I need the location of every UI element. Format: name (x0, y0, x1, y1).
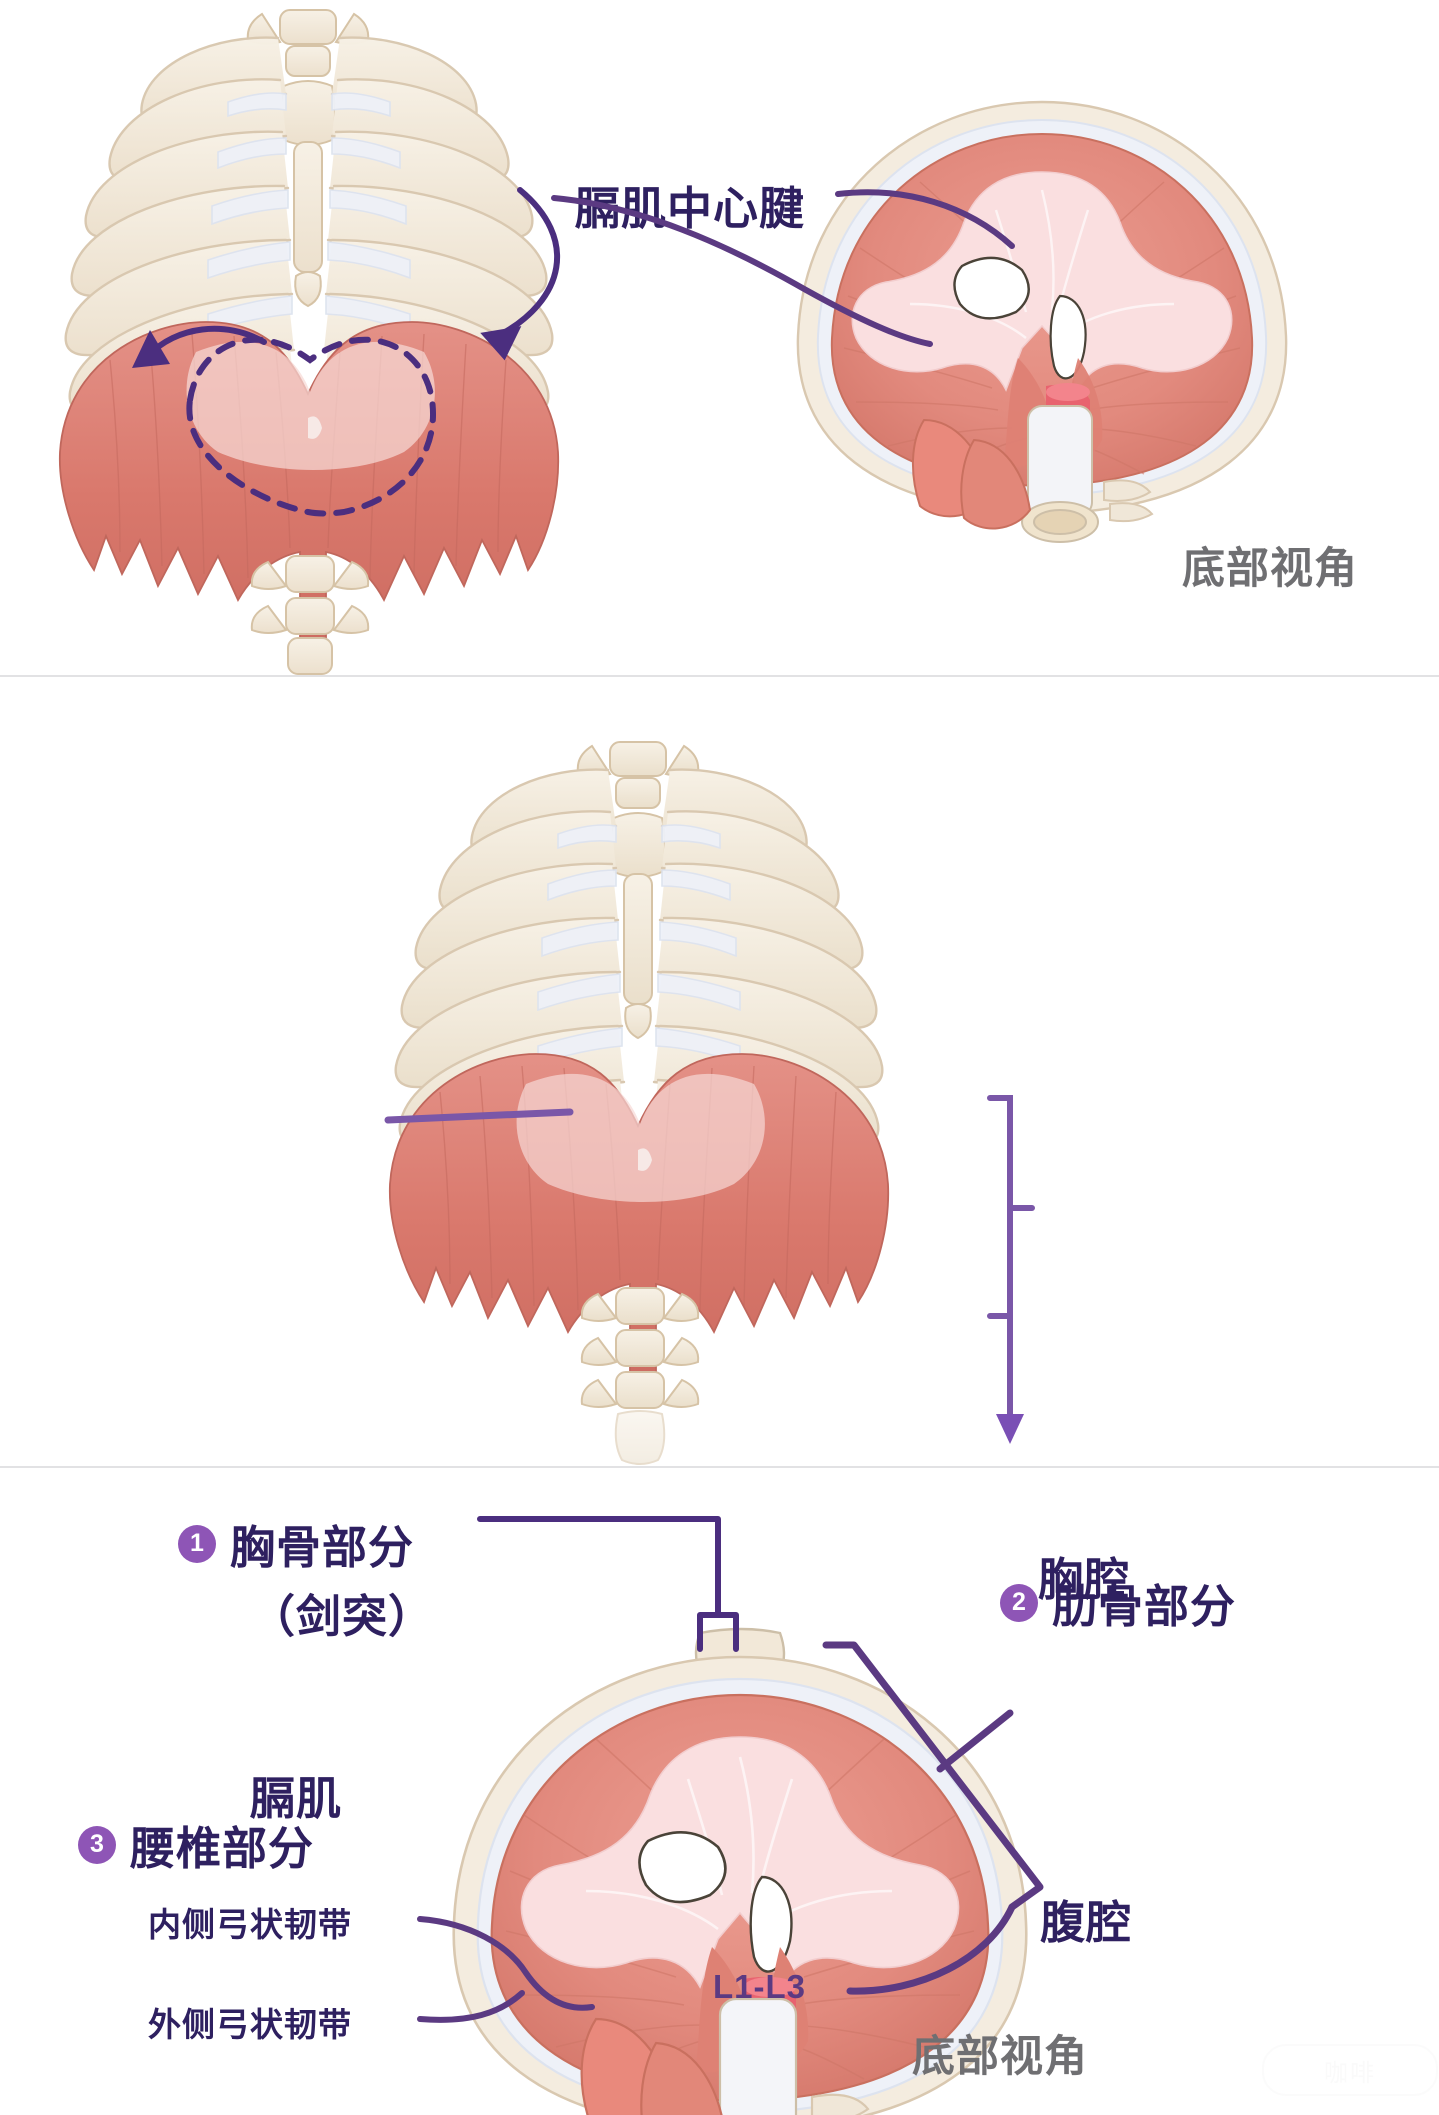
part-item-costal: 2 肋骨部分 (1000, 1570, 1236, 1635)
central-tendon-bottom (520, 1736, 960, 1989)
vertebra-body (1021, 405, 1099, 543)
accessory-muscles (912, 418, 1032, 530)
label-bottom-view-bottom: 底部视角 (912, 2033, 1088, 2081)
panel-diaphragm-parts: 1 胸骨部分 （剑突） 2 肋骨部分 3 腰椎部分 内侧弓状韧带 外侧弓状韧带 … (0, 1467, 1439, 2115)
spine-lumbar-mid (580, 1287, 700, 1465)
accessory-muscles-bottom (580, 2017, 723, 2115)
leader-medial-arcuate (417, 1916, 595, 2011)
esophageal-hiatus (1049, 294, 1087, 380)
central-tendon-dashed-outline (186, 336, 436, 517)
mid-panel-annotations (384, 1095, 1035, 1444)
costal-cartilage-mid (537, 824, 741, 1066)
arrow-descent-head (996, 1414, 1024, 1444)
figure-anterior-ribcage-diaphragm-top (58, 9, 560, 675)
arrow-left-head (132, 330, 170, 368)
part-item-lumbar: 3 腰椎部分 (78, 1812, 314, 1877)
bottom-panel-annotations (417, 1516, 1044, 2023)
label-diaphragm: 膈肌 (250, 1773, 343, 1824)
diaphragm-muscle-mid (388, 1053, 890, 1373)
caval-opening-bottom (638, 1831, 727, 1904)
panel-central-tendon: 膈肌中心腱 底部视角 (0, 0, 1439, 676)
caval-opening (953, 256, 1030, 320)
part-label-sternal: 胸骨部分 (230, 1522, 415, 1573)
leader-costal-part (936, 1709, 1014, 1773)
leader-lateral-arcuate (417, 1990, 525, 2023)
figure-inferior-diaphragm-top (796, 100, 1288, 543)
figure-anterior-ribcage-diaphragm-mid (388, 741, 890, 1465)
sternum-mid (610, 812, 666, 1040)
central-tendon (851, 171, 1233, 392)
watermark: 咖啡 (1262, 2044, 1438, 2096)
arrow-right-path (495, 187, 560, 339)
badge-number-2: 2 (1000, 1583, 1038, 1622)
badge-number-1: 1 (178, 1524, 216, 1563)
label-bottom-view-top: 底部视角 (1182, 545, 1358, 593)
part-item-sternal: 1 胸骨部分 (178, 1511, 414, 1576)
panel-cavities: 胸腔 膈肌 腹腔 (0, 676, 1439, 1948)
badge-number-3: 3 (78, 1825, 116, 1864)
label-lateral-arcuate-ligament: 外侧弓状韧带 (148, 2006, 352, 2043)
bracket-costal-lower (846, 1903, 1016, 1995)
panel-divider-1 (0, 675, 1439, 677)
label-abdominal-cavity: 腹腔 (1040, 1897, 1133, 1948)
vertebra-body-bottom (718, 1997, 798, 2115)
label-thoracic-cavity: 胸腔 (1038, 1554, 1131, 1605)
panel-divider-2 (0, 1466, 1439, 1468)
costal-cartilage (207, 92, 411, 334)
bracket-costal-part (822, 1641, 1044, 1911)
label-medial-arcuate-ligament: 内侧弓状韧带 (148, 1906, 352, 1943)
part-sublabel-sternal: （剑突） (250, 1591, 435, 1642)
rib-stubs (1103, 479, 1154, 523)
figure-inferior-diaphragm-annotated (452, 1627, 1028, 2115)
esophageal-hiatus-bottom (749, 1875, 793, 1973)
part-label-costal: 肋骨部分 (1052, 1581, 1237, 1632)
leader-diaphragm (384, 1108, 574, 1124)
rib-stubs-bottom (810, 2093, 870, 2115)
diaphragm-muscle-top (58, 321, 560, 641)
part-label-lumbar: 腰椎部分 (130, 1823, 315, 1874)
sternum (280, 80, 336, 308)
spine-lumbar-top (250, 555, 370, 675)
bracket-abdominal (987, 1095, 1035, 1319)
label-vertebra-level: L1-L3 (713, 1968, 807, 2005)
arrow-right-head (480, 326, 522, 361)
leader-sternal-part (477, 1516, 739, 1652)
leader-central-tendon (551, 189, 1015, 347)
leader-central-tendon-right (835, 189, 1015, 249)
